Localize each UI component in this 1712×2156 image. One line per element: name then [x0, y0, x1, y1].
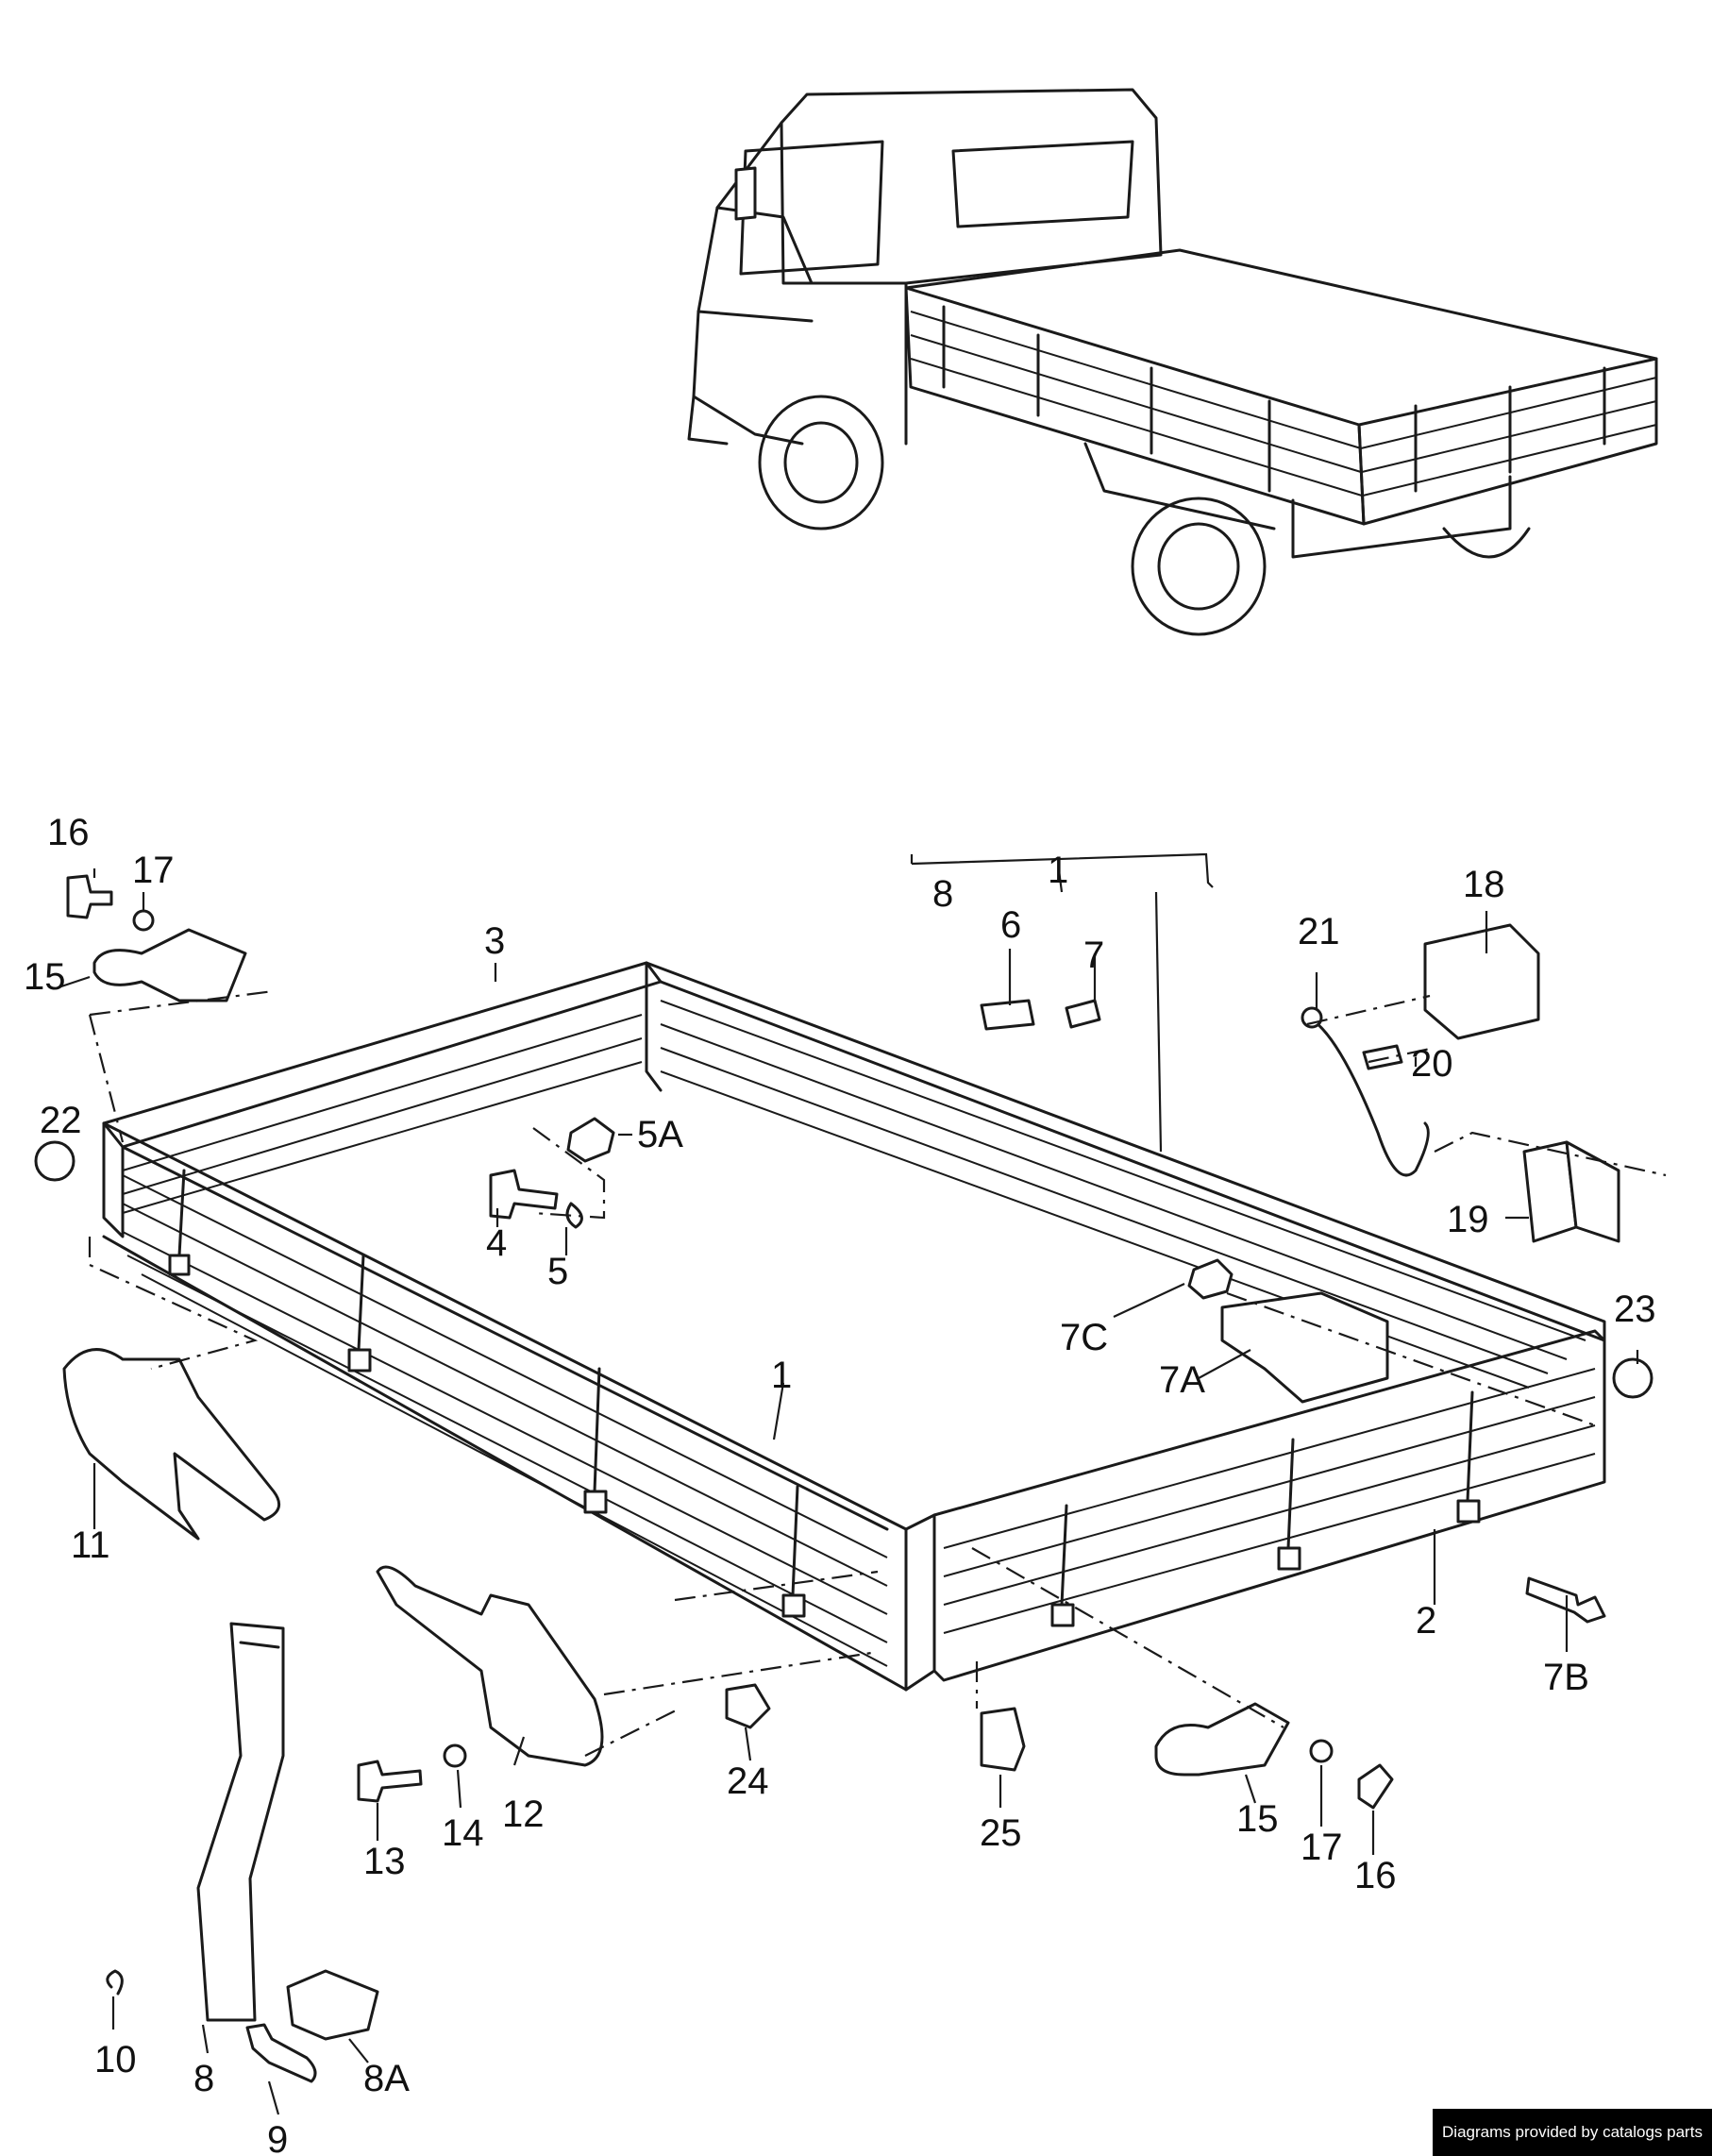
callout-7: 7 [1083, 935, 1104, 976]
leader-lines [60, 852, 1667, 2115]
callout-15-left: 15 [24, 956, 66, 998]
callout-16-right: 16 [1354, 1855, 1397, 1896]
callout-3: 3 [484, 920, 505, 962]
callout-5: 5 [547, 1251, 568, 1292]
callout-13: 13 [363, 1841, 406, 1882]
credit-badge: Diagrams provided by catalogs parts [1433, 2109, 1712, 2156]
callout-4: 4 [486, 1222, 507, 1264]
callout-14: 14 [442, 1812, 484, 1854]
callout-8a: 8A [363, 2058, 410, 2099]
callout-9: 9 [267, 2119, 288, 2156]
callout-15-right: 15 [1236, 1798, 1279, 1840]
callout-19: 19 [1447, 1199, 1489, 1240]
callout-11: 11 [71, 1524, 110, 1566]
callout-18: 18 [1463, 864, 1505, 905]
callout-6: 6 [1000, 904, 1021, 946]
truck-illustration [687, 88, 1658, 636]
callout-10: 10 [94, 2039, 137, 2080]
callout-21: 21 [1298, 911, 1340, 952]
callout-5a: 5A [637, 1114, 683, 1155]
callout-7c: 7C [1060, 1317, 1108, 1358]
callout-20: 20 [1411, 1043, 1453, 1085]
callout-22: 22 [40, 1100, 82, 1141]
callout-17-left: 17 [132, 850, 175, 891]
callout-1-mid: 1 [771, 1355, 792, 1396]
callout-7a: 7A [1159, 1359, 1205, 1401]
callout-labels: 1 8 6 7 16 17 15 3 22 5A 4 5 21 18 20 19… [24, 812, 1656, 2156]
callout-23: 23 [1614, 1289, 1656, 1330]
callout-24: 24 [727, 1760, 769, 1802]
hardware-parts [34, 874, 1653, 2083]
callout-7b: 7B [1543, 1657, 1589, 1698]
callout-2: 2 [1416, 1600, 1436, 1642]
callout-17-right: 17 [1301, 1827, 1343, 1868]
callout-12: 12 [502, 1794, 545, 1835]
platform-body [102, 961, 1606, 1692]
callout-8-bottom: 8 [193, 2058, 214, 2099]
callout-25: 25 [980, 1812, 1022, 1854]
callout-8-top: 8 [932, 873, 953, 915]
callout-1-top: 1 [1048, 850, 1068, 891]
callout-16-left: 16 [47, 812, 90, 853]
